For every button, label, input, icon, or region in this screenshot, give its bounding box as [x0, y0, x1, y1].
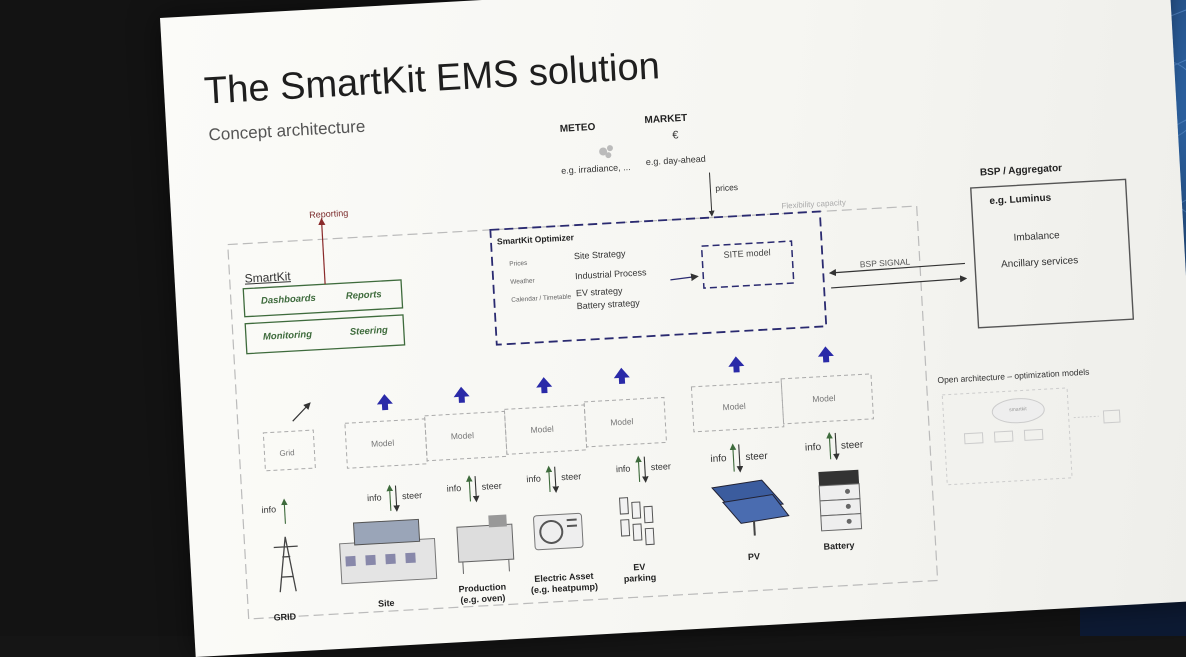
ev-steer-label: steer	[650, 461, 672, 473]
grid-to-smartkit-arrow	[292, 402, 311, 422]
system-boundary	[227, 205, 939, 620]
production-info-label: info	[446, 482, 462, 494]
site-steer-label: steer	[401, 490, 423, 502]
production-steer-label: steer	[481, 480, 502, 492]
meteo-label: METEO	[559, 121, 596, 135]
production-oven-icon	[456, 514, 515, 574]
reporting-arrow	[318, 217, 326, 285]
ev-info-label: info	[615, 463, 631, 475]
asset-label-site: Site	[377, 597, 395, 609]
model-box-electric	[503, 404, 588, 455]
battery-info-label: info	[804, 441, 822, 454]
architecture-diagram	[227, 145, 1135, 620]
heatpump-icon	[533, 512, 584, 551]
reports-label: Reports	[345, 289, 382, 303]
asset-label-pv: PV	[747, 551, 761, 563]
model-up-arrows	[376, 346, 834, 411]
asset-label-grid: GRID	[273, 611, 297, 623]
battery-icon	[818, 469, 863, 532]
electric-steer-label: steer	[560, 471, 582, 483]
steering-label: Steering	[349, 324, 389, 338]
bsp-signal-arrow-right	[831, 275, 968, 289]
euro-icon: €	[672, 129, 679, 142]
model-box-pv	[690, 381, 785, 433]
smartkit-label: SmartKit	[244, 269, 292, 286]
smartkit-dashboards-box	[242, 279, 404, 318]
pv-panels-icon	[711, 479, 790, 536]
site-building-icon	[339, 518, 438, 585]
model-label-ev: Model	[610, 416, 634, 428]
grid-pylon-icon	[273, 536, 298, 593]
presentation-slide: The SmartKit EMS solution Concept archit…	[160, 0, 1186, 657]
model-label-production: Model	[450, 430, 475, 442]
model-label-battery: Model	[812, 392, 836, 405]
site-model-box	[700, 240, 795, 289]
pv-info-label: info	[710, 453, 727, 465]
battery-steer-label: steer	[840, 439, 864, 452]
pv-steer-label: steer	[745, 450, 768, 463]
open-architecture-cloud-label: smartkit	[1009, 406, 1027, 414]
grid-info-label: info	[261, 504, 277, 516]
asset-label-electric: Electric Asset (e.g. heatpump)	[530, 570, 599, 596]
info-steer-arrows	[281, 431, 840, 524]
ev-chargers-icon	[618, 497, 655, 546]
optimizer-box	[489, 210, 828, 346]
model-label-site: Model	[370, 437, 395, 449]
optimizer-input-weather: Weather	[510, 277, 535, 286]
asset-label-ev: EV parking	[623, 561, 657, 584]
weather-icon	[599, 145, 613, 159]
smartkit-monitoring-box	[244, 314, 406, 355]
grid-model-label: Grid	[279, 448, 295, 459]
asset-label-battery: Battery	[823, 540, 855, 552]
prices-arrow	[708, 172, 715, 217]
site-info-label: info	[366, 492, 382, 504]
optimizer-input-prices: Prices	[509, 259, 528, 268]
model-box-production	[424, 410, 508, 462]
model-box-battery	[780, 373, 875, 425]
prices-label: prices	[715, 182, 739, 194]
grid-model-box	[262, 429, 316, 472]
open-architecture-sketch	[941, 387, 1121, 486]
electric-info-label: info	[526, 473, 542, 485]
model-label-electric: Model	[530, 423, 554, 435]
strategy-to-model-arrow	[670, 273, 699, 282]
model-label-pv: Model	[722, 400, 747, 413]
asset-label-production: Production (e.g. oven)	[458, 581, 507, 606]
bsp-signal-arrow-left	[828, 262, 965, 277]
bsp-box	[970, 178, 1135, 329]
